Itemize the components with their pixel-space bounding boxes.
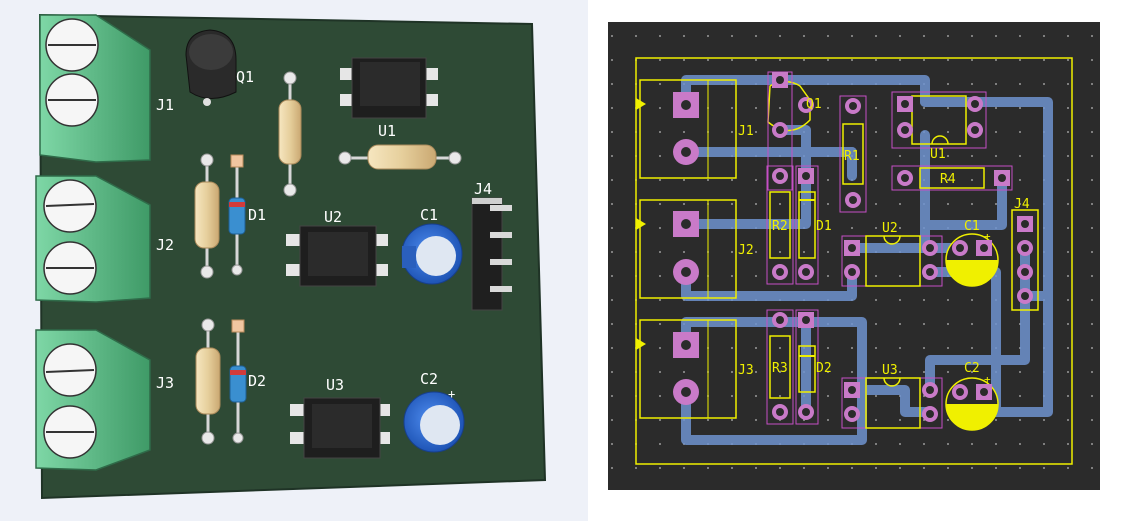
resistor-r2-3d bbox=[194, 153, 220, 279]
footprint-r3 bbox=[766, 309, 794, 425]
label-u1-3d: U1 bbox=[378, 122, 396, 140]
board-outline bbox=[635, 57, 1073, 465]
labels-pcb: J1 J2 J3 J4 Q1 R1 U1 R4 R2 D1 U2 C1 + R3… bbox=[738, 97, 1030, 386]
view-3d: Q1 U1 J1 J2 J3 J4 D1 D2 U2 U3 C1 C2 + bbox=[0, 0, 588, 521]
label-r4-pcb: R4 bbox=[940, 172, 956, 187]
label-j4-pcb: J4 bbox=[1014, 197, 1030, 212]
ic-u2-3d bbox=[286, 225, 388, 287]
label-j4-3d: J4 bbox=[474, 180, 492, 198]
label-u2-3d: U2 bbox=[324, 208, 342, 226]
footprint-c1 bbox=[945, 233, 999, 287]
footprint-u3 bbox=[841, 377, 943, 429]
footprint-j2 bbox=[636, 199, 737, 299]
footprint-u1 bbox=[891, 91, 987, 149]
resistor-r4-3d bbox=[338, 144, 462, 170]
label-d1-3d: D1 bbox=[248, 206, 266, 224]
footprint-r4 bbox=[891, 165, 1013, 191]
label-c2-plus-pcb: + bbox=[984, 373, 991, 386]
label-u2-pcb: U2 bbox=[882, 221, 898, 236]
label-q1-3d: Q1 bbox=[236, 68, 254, 86]
label-j2-pcb: J2 bbox=[738, 243, 754, 258]
capacitor-c1-3d bbox=[401, 223, 463, 285]
footprint-q1 bbox=[767, 71, 814, 191]
footprint-j3 bbox=[636, 319, 737, 419]
label-j3-3d: J3 bbox=[156, 374, 174, 392]
ic-u1-3d bbox=[340, 57, 438, 119]
label-d2-pcb: D2 bbox=[816, 361, 832, 376]
label-j1-3d: J1 bbox=[156, 96, 174, 114]
label-r2-pcb: R2 bbox=[772, 219, 788, 234]
label-j3-pcb: J3 bbox=[738, 363, 754, 378]
labels-3d: Q1 U1 J1 J2 J3 J4 D1 D2 U2 U3 C1 C2 + bbox=[156, 68, 492, 401]
label-u3-3d: U3 bbox=[326, 376, 344, 394]
header-j4-3d bbox=[471, 197, 512, 311]
terminal-j1-3d bbox=[39, 14, 151, 163]
footprint-d2 bbox=[795, 309, 819, 425]
resistor-r3-3d bbox=[195, 318, 221, 445]
label-c2-plus-3d: + bbox=[448, 387, 455, 401]
label-r1-pcb: R1 bbox=[844, 149, 860, 164]
label-r3-pcb: R3 bbox=[772, 361, 788, 376]
footprint-r2 bbox=[766, 165, 794, 285]
terminal-j3-3d bbox=[35, 329, 151, 471]
label-u1-pcb: U1 bbox=[930, 147, 946, 162]
label-j2-3d: J2 bbox=[156, 236, 174, 254]
footprint-r1 bbox=[839, 95, 867, 213]
ic-u3-3d bbox=[290, 397, 390, 459]
resistor-r1-3d bbox=[278, 71, 302, 197]
capacitor-c2-3d bbox=[403, 391, 465, 453]
footprint-j1 bbox=[636, 79, 737, 179]
transistor-q1-3d bbox=[185, 29, 237, 106]
footprint-c2 bbox=[945, 377, 999, 431]
label-u3-pcb: U3 bbox=[882, 363, 898, 378]
footprint-j4 bbox=[1011, 209, 1039, 311]
terminal-j2-3d bbox=[35, 175, 151, 303]
footprint-u2 bbox=[841, 235, 943, 287]
label-c1-3d: C1 bbox=[420, 206, 438, 224]
label-c2-3d: C2 bbox=[420, 370, 438, 388]
diode-d2-3d bbox=[229, 319, 247, 444]
footprint-d1 bbox=[795, 165, 819, 285]
label-d2-3d: D2 bbox=[248, 372, 266, 390]
label-c2-pcb: C2 bbox=[964, 361, 980, 376]
view-pcb: J1 J2 J3 J4 Q1 R1 U1 R4 R2 D1 U2 C1 + R3… bbox=[588, 0, 1123, 521]
diode-d1-3d bbox=[228, 154, 246, 276]
label-j1-pcb: J1 bbox=[738, 124, 754, 139]
label-d1-pcb: D1 bbox=[816, 219, 832, 234]
label-q1-pcb: Q1 bbox=[806, 97, 822, 112]
label-c1-plus-pcb: + bbox=[984, 230, 991, 243]
label-c1-pcb: C1 bbox=[964, 219, 980, 234]
